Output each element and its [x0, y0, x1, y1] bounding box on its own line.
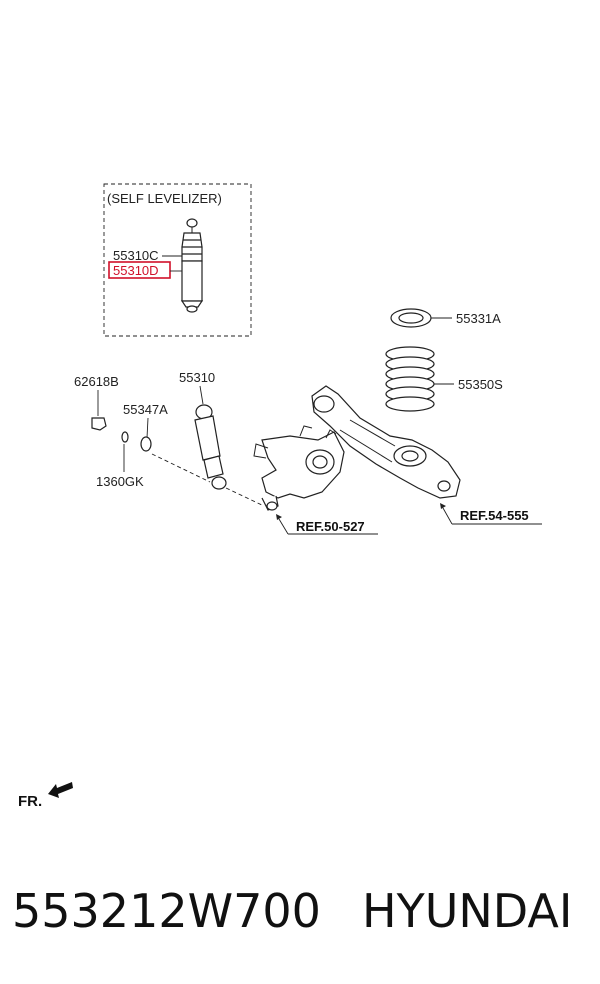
- label-ref-50-527[interactable]: REF.50-527: [296, 519, 365, 534]
- nut-62618B: 62618B: [74, 374, 119, 431]
- label-55347A[interactable]: 55347A: [123, 402, 168, 417]
- label-62618B[interactable]: 62618B: [74, 374, 119, 389]
- highlight-box-55310D: [108, 261, 171, 279]
- ref-54-555: REF.54-555: [440, 503, 542, 525]
- label-ref-54-555[interactable]: REF.54-555: [460, 508, 529, 523]
- footer-brand: HYUNDAI: [362, 884, 572, 938]
- label-1360GK[interactable]: 1360GK: [96, 474, 144, 489]
- footer-part-number: 553212W700: [12, 884, 321, 938]
- front-arrow-icon: [48, 782, 73, 798]
- label-55350S[interactable]: 55350S: [458, 377, 503, 392]
- inset-shock-absorber: [180, 218, 204, 313]
- label-front: FR.: [18, 793, 42, 810]
- self-levelizer-inset: (SELF LEVELIZER) 55310C 55310D: [103, 183, 252, 337]
- ref-50-527: REF.50-527: [276, 514, 378, 535]
- shock-absorber-55310: 55310: [179, 370, 227, 490]
- front-indicator: FR.: [18, 782, 73, 810]
- alignment-line-2: [225, 487, 265, 507]
- spring-seat: 55331A: [390, 308, 501, 328]
- label-55310[interactable]: 55310: [179, 370, 215, 385]
- label-55331A[interactable]: 55331A: [456, 311, 501, 326]
- bolt-1360GK: 1360GK: [96, 444, 144, 489]
- inset-title: (SELF LEVELIZER): [107, 191, 222, 206]
- alignment-line: [151, 453, 211, 483]
- coil-spring: 55350S: [385, 346, 503, 412]
- label-55310C[interactable]: 55310C: [113, 248, 159, 263]
- inset-box: [103, 183, 252, 337]
- washer-55347A: 55347A: [121, 402, 168, 452]
- rear-knuckle: [253, 425, 345, 511]
- lower-control-arm: [311, 385, 461, 499]
- label-55310D[interactable]: 55310D: [113, 263, 159, 278]
